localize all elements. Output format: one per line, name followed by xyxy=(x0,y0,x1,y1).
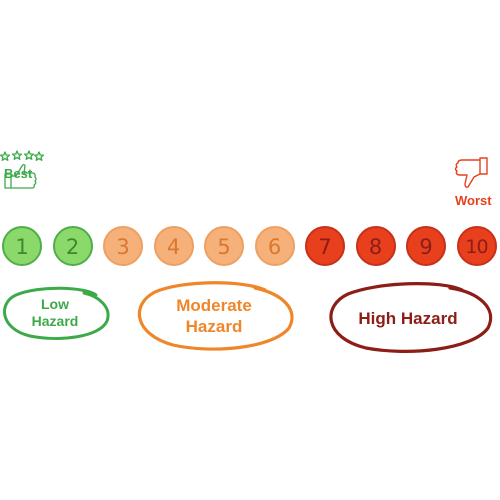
scale-circle-2: 2 xyxy=(52,226,93,266)
high-hazard-outline xyxy=(329,282,493,353)
moderate-hazard-zone: Moderate Hazard xyxy=(133,280,295,352)
thumbs-up-icon xyxy=(0,150,44,189)
moderate-hazard-line1: Moderate xyxy=(176,296,252,315)
scale-circle-6: 6 xyxy=(254,226,295,266)
moderate-hazard-line2: Hazard xyxy=(185,317,243,336)
scale-circle-3: 3 xyxy=(103,226,143,266)
worst-label: Worst xyxy=(455,193,492,208)
high-hazard-line1: High Hazard xyxy=(358,308,458,328)
scale-circle-8: 8 xyxy=(355,226,396,266)
thumbs-down-icon xyxy=(454,157,488,188)
scale-circle-10: 10 xyxy=(456,226,497,266)
scale-circle-4: 4 xyxy=(153,226,194,266)
scale-circle-7: 7 xyxy=(305,226,345,266)
low-hazard-line2: Hazard xyxy=(31,313,79,329)
low-hazard-line1: Low xyxy=(41,296,69,312)
moderate-hazard-outline xyxy=(137,281,294,351)
high-hazard-zone: High Hazard xyxy=(322,282,494,354)
best-label: Best xyxy=(4,166,33,181)
low-hazard-zone: Low Hazard xyxy=(0,285,110,341)
scale-circle-1: 1 xyxy=(2,226,42,266)
scale-circle-9: 9 xyxy=(406,226,446,266)
scale-circle-5: 5 xyxy=(204,226,244,266)
low-hazard-outline xyxy=(3,286,110,340)
